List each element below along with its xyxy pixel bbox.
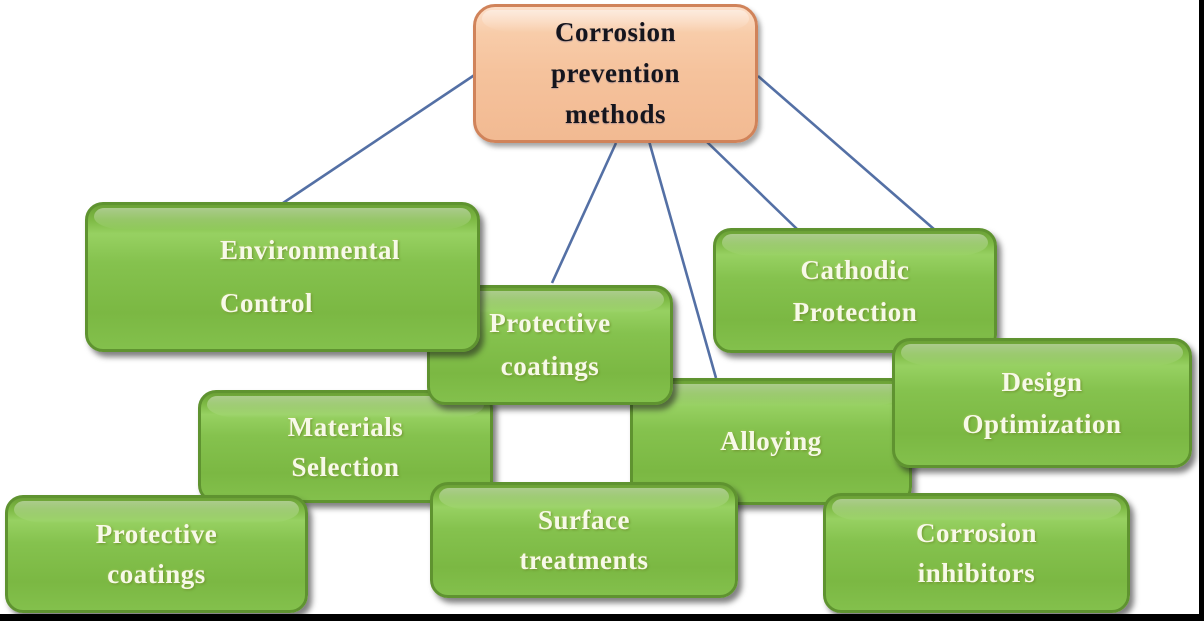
edge-root-cathodic-protection [705, 140, 798, 230]
node-label-line: inhibitors [917, 558, 1036, 588]
node-label-line: Design [1001, 367, 1083, 397]
node-surface-treatments: Surface treatments [430, 482, 738, 598]
node-corrosion-prevention-methods: Corrosion prevention methods [473, 4, 758, 143]
node-label-line: methods [564, 99, 666, 129]
edge-root-protective-coatings [550, 142, 618, 284]
node-label-line: Selection [291, 451, 400, 482]
node-label-line: Protective [489, 308, 611, 338]
node-label-line: treatments [519, 545, 649, 575]
node-label-line: Optimization [962, 409, 1122, 439]
node-label-line: Corrosion [915, 518, 1037, 548]
node-label-line: Corrosion [554, 17, 676, 47]
node-label-line: prevention [550, 58, 680, 88]
node-corrosion-inhibitors: Corrosion inhibitors [823, 493, 1130, 613]
node-label-line: Protection [792, 296, 918, 327]
node-materials-selection: Materials Selection [198, 390, 493, 503]
edge-root-environmental-control [282, 72, 477, 205]
node-label-line: Environmental [220, 235, 401, 265]
edge-root-design-optimization [757, 75, 936, 231]
node-protective-coatings-lower: Protective coatings [5, 495, 308, 613]
node-label-line: coatings [107, 559, 206, 589]
node-label-line: Surface [538, 505, 630, 535]
node-label-line: Protective [95, 519, 218, 549]
node-label-line: Materials [287, 411, 404, 442]
edge-root-alloying [647, 140, 718, 379]
screenshot-bottom-border [0, 614, 1204, 621]
node-cathodic-protection: Cathodic Protection [713, 228, 997, 353]
node-alloying: Alloying [630, 378, 912, 505]
node-label-line: Control [220, 288, 314, 318]
node-environmental-control: Environmental Control [85, 202, 480, 352]
node-design-optimization: Design Optimization [892, 338, 1192, 468]
node-label-line: Alloying [720, 426, 822, 456]
node-label-line: Cathodic [800, 254, 910, 285]
screenshot-right-border [1199, 0, 1204, 621]
node-label-line: coatings [500, 351, 600, 381]
